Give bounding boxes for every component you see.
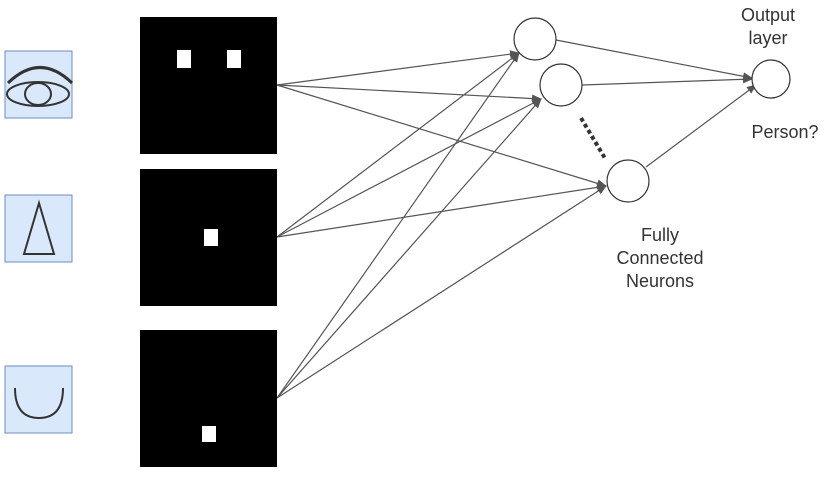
- triangle-nose-icon: [4, 194, 73, 263]
- connections-input-to-hidden: [276, 50, 607, 399]
- connection-line: [276, 185, 607, 399]
- connection-line: [276, 52, 520, 399]
- fully-connected-label-line3: Neurons: [626, 271, 694, 291]
- feature-map-mouth: [140, 330, 277, 467]
- hidden-neurons: [513, 17, 650, 203]
- output-neuron: [751, 59, 791, 99]
- fully-connected-label-line2: Connected: [616, 248, 703, 268]
- ellipsis-dashes: [579, 116, 608, 162]
- connection-line: [555, 39, 753, 81]
- fully-connected-label-line1: Fully: [641, 225, 679, 245]
- connection-line: [276, 98, 542, 238]
- hidden-neuron: [513, 17, 557, 61]
- hidden-neuron: [539, 63, 583, 107]
- connections-hidden-to-output: [555, 39, 757, 168]
- smile-mouth-icon: [4, 365, 73, 434]
- connection-line: [581, 75, 753, 86]
- feature-pixel: [227, 50, 241, 68]
- output-layer-label-line2: layer: [748, 28, 787, 48]
- feature-pixel: [204, 229, 218, 246]
- connection-line: [276, 84, 542, 103]
- person-question-label: Person?: [751, 122, 818, 142]
- connection-line: [276, 84, 607, 188]
- output-layer-label-line1: Output: [741, 5, 795, 25]
- connection-line: [276, 52, 520, 238]
- connection-line: [276, 98, 542, 399]
- connection-line: [276, 50, 520, 86]
- hidden-neuron: [606, 159, 650, 203]
- connection-line: [645, 84, 757, 168]
- feature-map-nose: [140, 169, 277, 306]
- feature-map-eyes: [140, 17, 277, 154]
- feature-pixel: [202, 426, 216, 442]
- feature-pixel: [177, 50, 191, 68]
- eye-icon: [4, 50, 74, 119]
